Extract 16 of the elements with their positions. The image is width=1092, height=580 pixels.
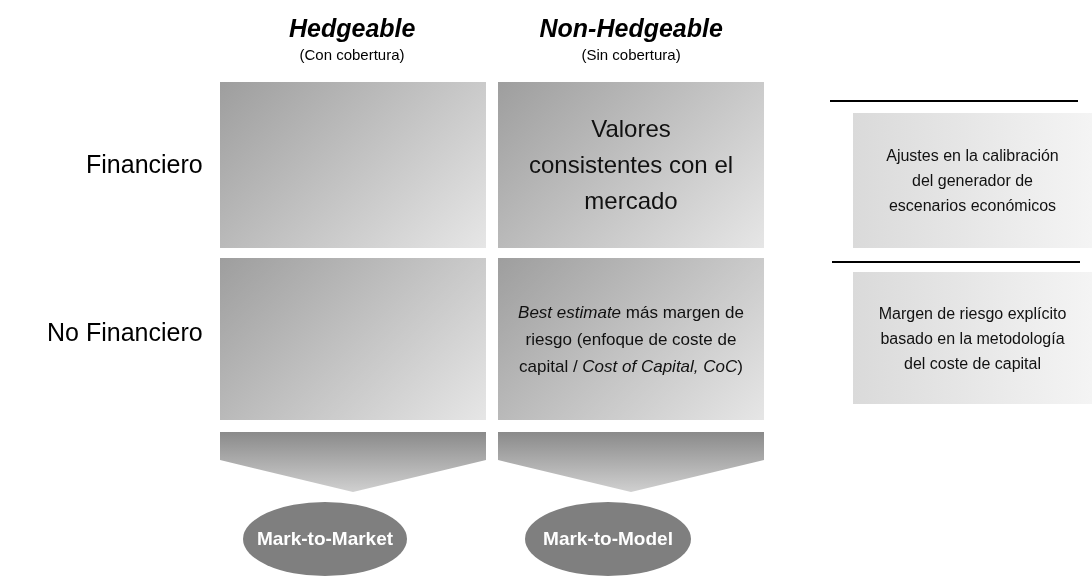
chevron-arrow bbox=[498, 432, 764, 492]
row-heading: No Financiero bbox=[47, 318, 203, 347]
grid-cell: Best estimate más margen de riesgo (enfoque de coste de capital / Cost of Capital, CoC) bbox=[498, 258, 764, 420]
row-heading: Financiero bbox=[86, 150, 203, 179]
note-box: Ajustes en la calibración del generador de escenarios económicos bbox=[853, 113, 1092, 248]
grid-cell: Valores consistentes con el mercado bbox=[498, 82, 764, 248]
result-oval: Mark-to-Market bbox=[243, 502, 407, 576]
column-subheading: (Sin cobertura) bbox=[581, 46, 681, 63]
column-subheading: (Con cobertura) bbox=[299, 46, 405, 63]
note-box: Margen de riesgo explícito basado en la metodología del coste de capital bbox=[853, 272, 1092, 404]
grid-cell bbox=[220, 82, 486, 248]
column-heading: Non-Hedgeable bbox=[539, 14, 723, 43]
grid-cell bbox=[220, 258, 486, 420]
chevron-arrow bbox=[220, 432, 486, 492]
column-heading: Hedgeable bbox=[289, 14, 416, 43]
result-oval: Mark-to-Model bbox=[525, 502, 691, 576]
